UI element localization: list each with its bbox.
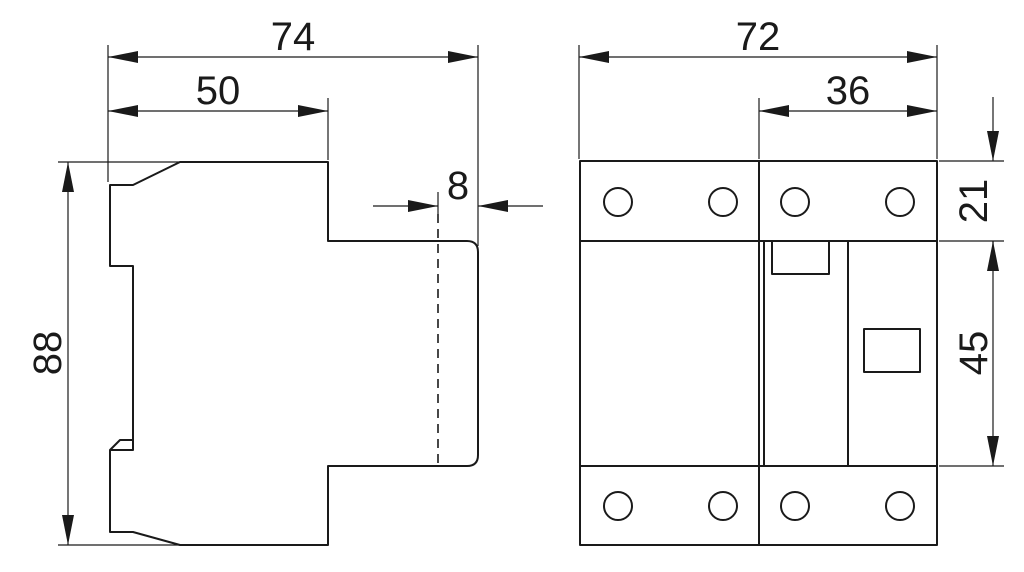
dim-45-label: 45 [952,331,996,376]
arrow-36-right [907,105,937,117]
arrow-72-left [579,51,609,63]
arrow-50-left [108,105,138,117]
dim-74-label: 74 [271,15,316,59]
arrow-21-top [987,131,999,161]
dim-88-label: 88 [26,331,70,376]
side-view: 74 50 8 88 [26,15,543,546]
dim-50-label: 50 [196,69,241,113]
arrow-45-bottom [987,436,999,466]
arrow-8-right [478,200,508,212]
front-view: 72 36 21 45 [578,15,1004,546]
dim-72-label: 72 [736,15,781,59]
terminal-screw-icon [708,187,738,217]
terminal-screw-icon [780,187,810,217]
arrow-36-left [759,105,789,117]
terminal-screw-icon [603,187,633,217]
dim-21-label: 21 [952,179,996,224]
terminal-screw-icon [885,491,915,521]
side-view-outline [109,161,479,546]
dim-36-label: 36 [826,69,871,113]
arrow-88-bottom [62,515,74,545]
toggle-lever-icon [863,328,921,373]
arrow-50-right [298,105,328,117]
terminal-screw-icon [603,491,633,521]
test-button-icon [771,240,830,275]
arrow-8-left [408,200,438,212]
terminal-screw-icon [708,491,738,521]
arrow-72-right [907,51,937,63]
terminal-screw-icon [780,491,810,521]
terminal-screw-icon [885,187,915,217]
arrow-74-right [448,51,478,63]
arrow-74-left [108,51,138,63]
rail-clip-notch [109,266,134,451]
dim-8-label: 8 [447,164,469,208]
arrow-88-top [62,162,74,192]
